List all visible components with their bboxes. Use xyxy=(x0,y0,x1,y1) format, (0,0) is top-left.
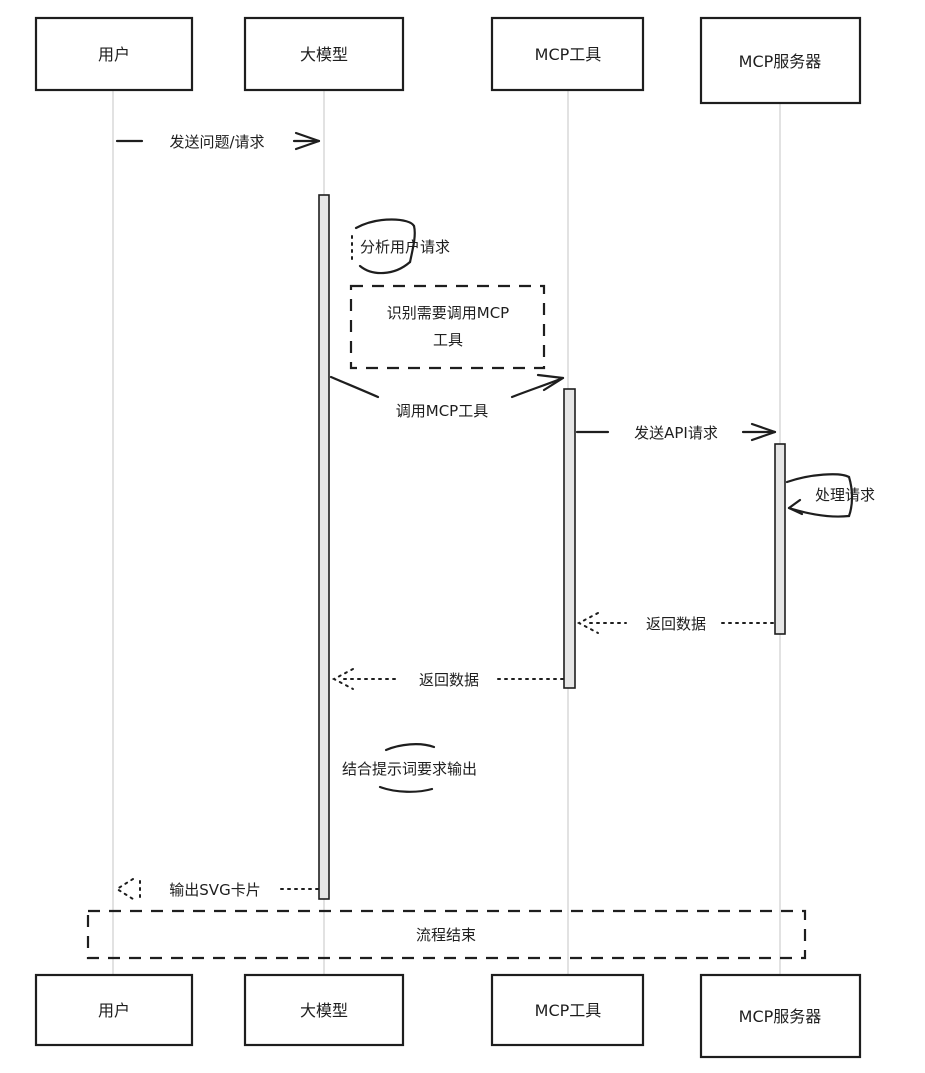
participant-server-label: MCP服务器 xyxy=(739,1007,822,1026)
message-send-api: 发送API请求 xyxy=(575,422,777,442)
participant-user-label: 用户 xyxy=(98,1001,130,1020)
note-end: 流程结束 xyxy=(86,909,807,960)
note-identify-line1: 识别需要调用MCP xyxy=(387,304,509,322)
activation-tool xyxy=(563,388,576,689)
participant-llm-top: 大模型 xyxy=(243,16,405,92)
message-analyze-label: 分析用户请求 xyxy=(360,238,450,256)
participant-tool-label: MCP工具 xyxy=(535,1001,602,1020)
activation-llm xyxy=(318,194,330,900)
note-end-label: 流程结束 xyxy=(416,926,476,944)
message-send-question: 发送问题/请求 xyxy=(115,131,321,151)
message-combine: 结合提示词要求输出 xyxy=(342,743,477,793)
participant-server-top: MCP服务器 xyxy=(699,16,862,105)
participant-llm-bottom: 大模型 xyxy=(243,973,405,1047)
participant-llm-label: 大模型 xyxy=(300,45,348,64)
message-combine-label: 结合提示词要求输出 xyxy=(342,760,477,778)
message-process: 处理请求 xyxy=(785,473,875,518)
message-send-question-label: 发送问题/请求 xyxy=(169,133,264,151)
participant-llm-label: 大模型 xyxy=(300,1001,348,1020)
message-return-tool: 返回数据 xyxy=(331,668,564,690)
participant-server-label: MCP服务器 xyxy=(739,52,822,71)
message-return-server-label: 返回数据 xyxy=(646,615,706,633)
message-return-tool-label: 返回数据 xyxy=(419,671,479,689)
message-call-tool-label: 调用MCP工具 xyxy=(396,402,488,420)
participant-tool-top: MCP工具 xyxy=(490,16,645,92)
activation-server xyxy=(774,443,786,635)
message-analyze: 分析用户请求 xyxy=(351,218,450,275)
participant-user-top: 用户 xyxy=(34,16,194,92)
participant-server-bottom: MCP服务器 xyxy=(699,973,862,1059)
message-return-server: 返回数据 xyxy=(576,612,775,634)
note-identify: 识别需要调用MCP 工具 xyxy=(349,284,546,370)
message-send-api-label: 发送API请求 xyxy=(634,424,718,442)
message-output-card: 输出SVG卡片 xyxy=(115,878,319,900)
participant-tool-bottom: MCP工具 xyxy=(490,973,645,1047)
message-call-tool: 调用MCP工具 xyxy=(329,373,565,420)
participant-user-bottom: 用户 xyxy=(34,973,194,1047)
participant-tool-label: MCP工具 xyxy=(535,45,602,64)
note-identify-line2: 工具 xyxy=(433,331,463,349)
participant-user-label: 用户 xyxy=(98,45,130,64)
message-output-card-label: 输出SVG卡片 xyxy=(169,881,260,899)
message-process-label: 处理请求 xyxy=(815,486,875,504)
